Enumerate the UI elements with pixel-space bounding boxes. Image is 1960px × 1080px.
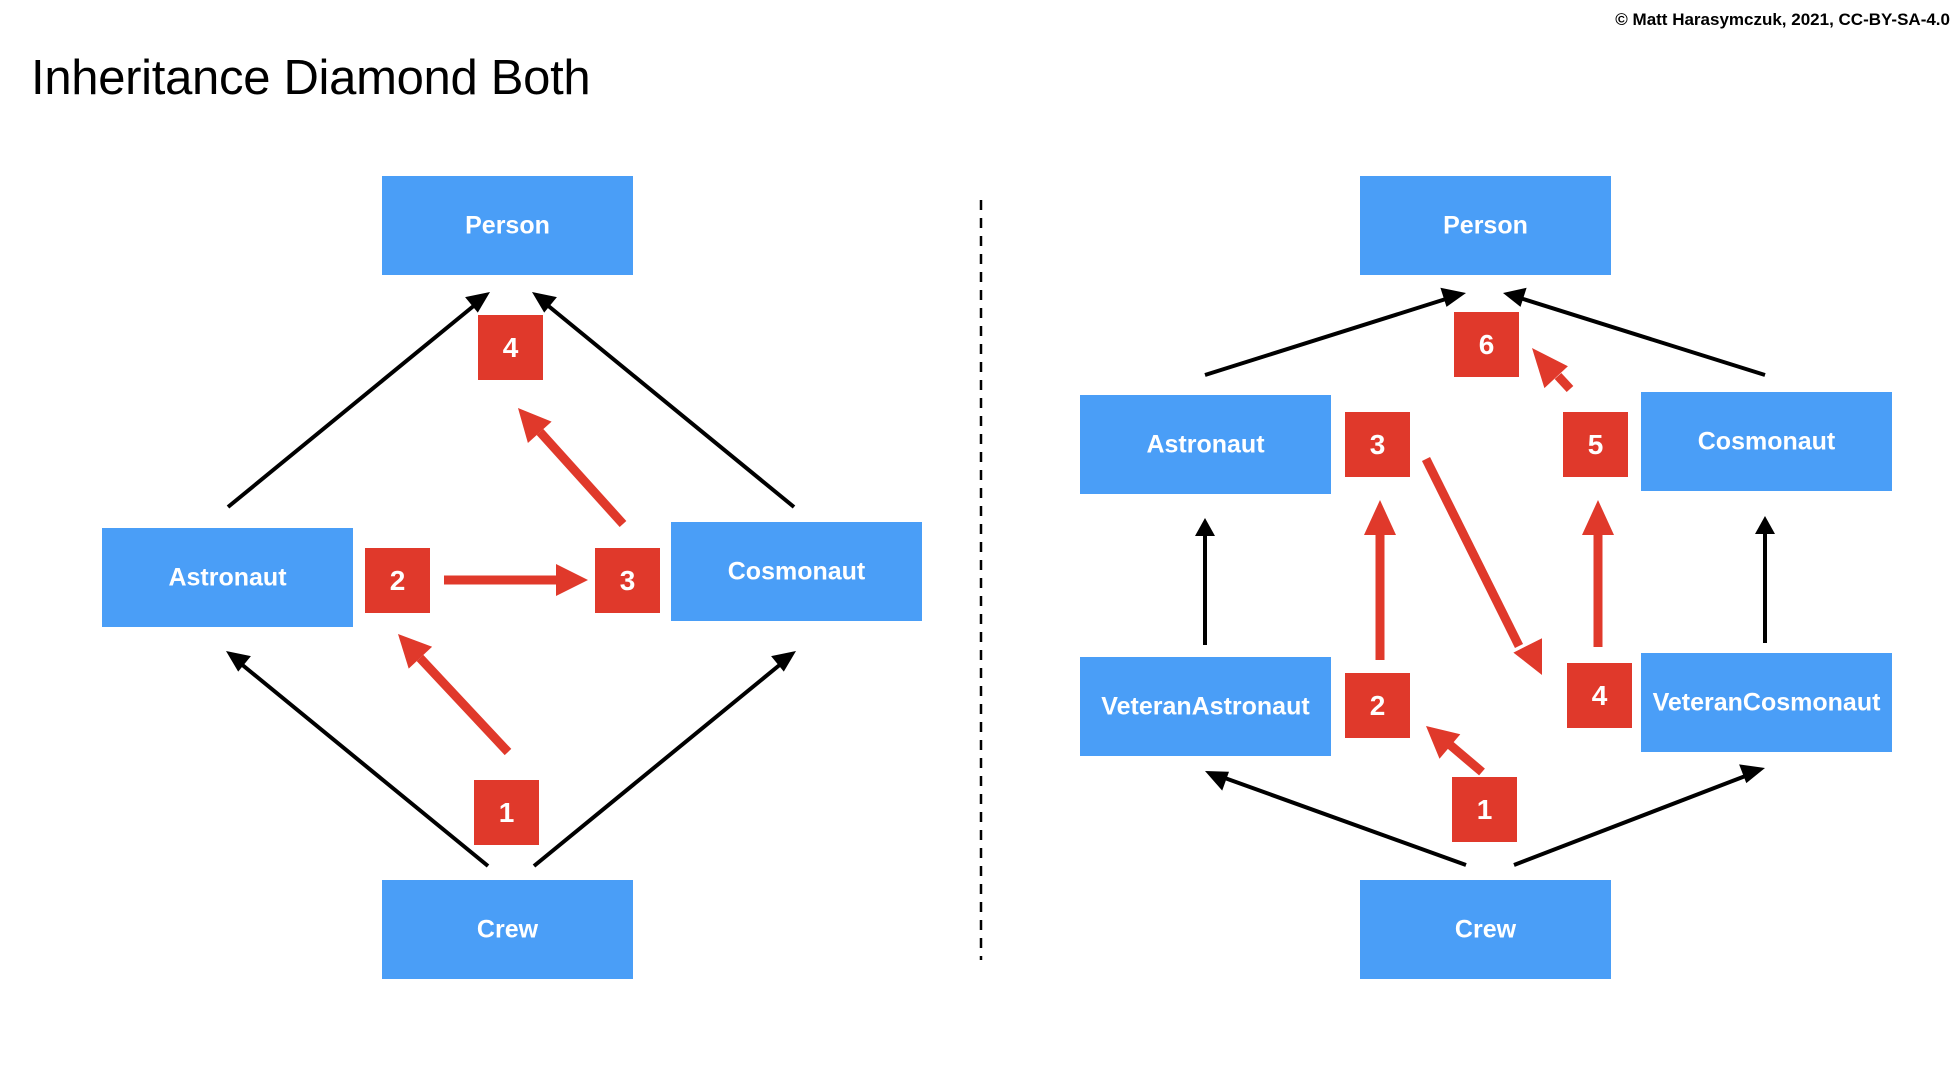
class-crew: Crew	[382, 880, 633, 979]
svg-text:3: 3	[1370, 429, 1386, 460]
class-cosmonaut: Cosmonaut	[1641, 392, 1892, 491]
mro-step-badge: 2	[365, 548, 430, 613]
svg-text:Person: Person	[1443, 212, 1528, 240]
mro-step-badge: 1	[1452, 777, 1517, 842]
diamond-left: Person Astronaut Cosmonaut Crew 1 2 3	[102, 176, 922, 979]
svg-text:Crew: Crew	[477, 916, 539, 944]
mro-arrow-2-to-3	[444, 564, 588, 596]
svg-text:1: 1	[499, 797, 515, 828]
edge-crew-veterancosmonaut	[1513, 764, 1765, 867]
svg-text:Astronaut: Astronaut	[168, 564, 287, 592]
svg-text:VeteranAstronaut: VeteranAstronaut	[1101, 693, 1310, 721]
mro-step-badge: 4	[1567, 663, 1632, 728]
edge-cosmonaut-person	[1503, 287, 1766, 377]
mro-arrow-1-to-2	[398, 634, 512, 756]
svg-text:3: 3	[620, 565, 636, 596]
class-cosmonaut: Cosmonaut	[671, 522, 922, 621]
mro-step-badge: 2	[1345, 673, 1410, 738]
mro-arrow-3-to-4	[1421, 456, 1542, 675]
class-veterancosmonaut: VeteranCosmonaut	[1641, 653, 1892, 752]
edge-astronaut-person	[1204, 287, 1466, 377]
mro-step-badge: 3	[595, 548, 660, 613]
svg-text:4: 4	[1592, 680, 1608, 711]
edge-veterancosmonaut-cosmonaut	[1755, 516, 1775, 643]
edge-cosmonaut-person	[532, 292, 796, 509]
class-person: Person	[1360, 176, 1611, 275]
svg-text:2: 2	[390, 565, 406, 596]
svg-text:Cosmonaut: Cosmonaut	[1698, 428, 1836, 456]
edge-crew-veteranastronaut	[1205, 771, 1467, 867]
edge-crew-cosmonaut	[532, 651, 796, 868]
mro-step-badge: 5	[1563, 412, 1628, 477]
edge-crew-astronaut	[226, 651, 490, 868]
mro-arrow-2-to-3	[1364, 500, 1396, 660]
mro-step-badge: 1	[474, 780, 539, 845]
slide-title: Inheritance Diamond Both	[31, 51, 591, 105]
diamond-right: Person Astronaut Cosmonaut VeteranAstron…	[1080, 176, 1892, 979]
mro-arrow-5-to-6	[1532, 348, 1574, 393]
mro-arrow-4-to-5	[1582, 500, 1614, 647]
svg-text:Cosmonaut: Cosmonaut	[728, 558, 866, 586]
copyright-notice: © Matt Harasymczuk, 2021, CC-BY-SA-4.0	[1615, 10, 1950, 29]
edge-astronaut-person	[226, 292, 490, 509]
class-veteranastronaut: VeteranAstronaut	[1080, 657, 1331, 756]
mro-step-badge: 6	[1454, 312, 1519, 377]
class-crew: Crew	[1360, 880, 1611, 979]
class-person: Person	[382, 176, 633, 275]
svg-text:4: 4	[503, 332, 519, 363]
mro-arrow-1-to-2	[1426, 726, 1485, 776]
edge-veteranastronaut-astronaut	[1195, 518, 1215, 645]
svg-text:Astronaut: Astronaut	[1146, 431, 1265, 459]
svg-text:Crew: Crew	[1455, 916, 1517, 944]
class-astronaut: Astronaut	[102, 528, 353, 627]
svg-text:1: 1	[1477, 794, 1493, 825]
svg-text:Person: Person	[465, 212, 550, 240]
svg-text:VeteranCosmonaut: VeteranCosmonaut	[1653, 689, 1882, 717]
svg-text:6: 6	[1479, 329, 1495, 360]
svg-text:5: 5	[1588, 429, 1604, 460]
mro-step-badge: 3	[1345, 412, 1410, 477]
mro-arrow-3-to-4	[518, 408, 627, 528]
mro-step-badge: 4	[478, 315, 543, 380]
class-astronaut: Astronaut	[1080, 395, 1331, 494]
svg-text:2: 2	[1370, 690, 1386, 721]
